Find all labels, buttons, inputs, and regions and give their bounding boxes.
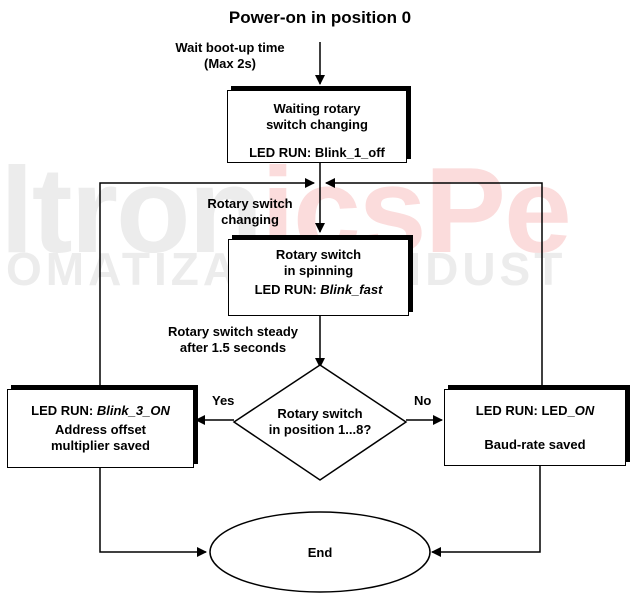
spinning-led-value: Blink_fast [320,282,383,297]
address-led-value: Blink_3_ON [96,403,170,418]
address-box: LED RUN: Blink_3_ON Address offset multi… [7,389,194,468]
waiting-line1: Waiting rotary [273,101,361,116]
wait-bootup-label: Wait boot-up time (Max 2s) [150,40,310,72]
spinning-line2: in spinning [283,263,354,278]
baud-box: LED RUN: LED_ON Baud-rate saved [444,389,626,466]
spinning-led-prefix: LED RUN: [254,282,321,297]
address-line2: multiplier saved [51,438,150,453]
page-title: Power-on in position 0 [228,8,412,27]
arrow-address-to-end [99,468,207,557]
address-led-prefix: LED RUN: [31,403,97,418]
baud-led: LED RUN: LED_ON [445,403,625,419]
spinning-box: Rotary switch in spinning LED RUN: Blink… [228,239,409,316]
wait-label-line1: Wait boot-up time [175,40,285,55]
decision-text-1: Rotary switch [277,406,362,421]
arrow-baud-to-end [431,466,541,557]
rotary-steady-label: Rotary switch steady after 1.5 seconds [148,324,318,356]
end-terminator [209,511,431,593]
yes-label: Yes [212,393,235,408]
rotary-changing-label: Rotary switch changing [190,196,310,228]
loop-from-address-box [99,178,315,389]
waiting-line2: switch changing [266,117,368,132]
steady-line2: after 1.5 seconds [179,340,287,355]
waiting-led: LED RUN: Blink_1_off [228,145,406,161]
steady-line1: Rotary switch steady [167,324,299,339]
spinning-line1: Rotary switch [275,247,362,262]
address-line1: Address offset [54,422,147,437]
baud-line1: Baud-rate saved [484,437,586,452]
waiting-led-value: Blink_1_off [314,145,385,160]
waiting-box: Waiting rotary switch changing LED RUN: … [227,90,407,163]
baud-led-prefix: LED RUN: LED_ [475,403,575,418]
waiting-led-prefix: LED RUN: [249,145,315,160]
decision-diamond [232,364,408,481]
changing-line2: changing [221,212,279,227]
spinning-led: LED RUN: Blink_fast [229,282,408,298]
no-label: No [414,393,432,408]
address-led: LED RUN: Blink_3_ON [8,403,193,419]
baud-led-value: ON [574,403,595,418]
wait-label-line2: (Max 2s) [203,56,257,71]
decision-text-2: in position 1...8? [269,422,372,437]
changing-line1: Rotary switch [207,196,293,211]
end-label: End [308,545,333,560]
loop-from-baud-box [325,178,543,389]
